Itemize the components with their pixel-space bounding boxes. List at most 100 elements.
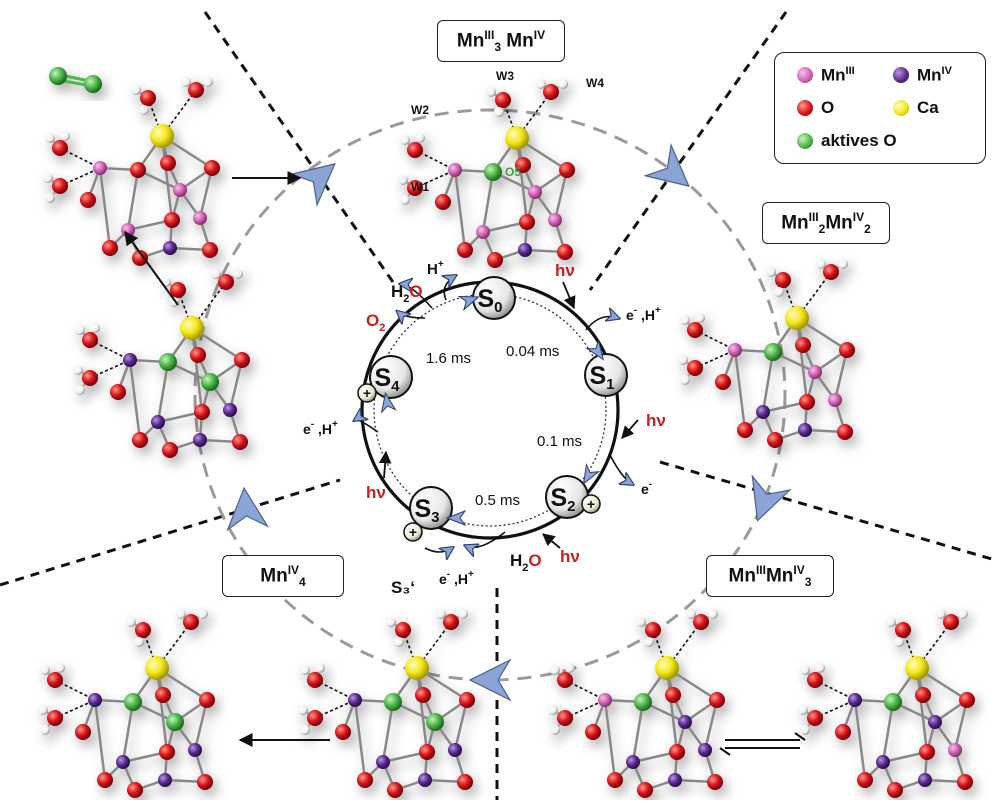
output-e-s3: e-	[439, 569, 450, 587]
atom-O	[232, 434, 248, 450]
atom-O	[799, 394, 815, 410]
plus-badge-s4: +	[357, 383, 377, 403]
atom-O	[197, 774, 213, 790]
atom-O	[637, 782, 653, 798]
atom-H	[298, 705, 308, 715]
superscript: -	[311, 419, 314, 430]
hv-s1: hν	[646, 411, 666, 430]
atom-O	[645, 622, 661, 638]
cycle-labels: 0.04 ms0.1 ms0.5 ms1.6 mshνhνhνhνe-,H+e-…	[303, 259, 666, 587]
atom-H	[90, 323, 100, 333]
molecule-structures	[38, 67, 975, 798]
atom-M4	[448, 743, 462, 757]
label-o5: O5	[505, 165, 522, 179]
hydrogen-bond	[516, 91, 552, 139]
time-s4-s0: 1.6 ms	[426, 350, 471, 367]
atom-H	[644, 637, 654, 647]
equilibrium-arrow-top-head	[794, 732, 806, 741]
atom-H	[394, 637, 404, 647]
atom-H	[800, 665, 810, 675]
h2o-input-bottom: H2O	[510, 551, 542, 574]
state-node-s1: S1	[584, 353, 628, 397]
atom-H	[550, 665, 560, 675]
atom-M4	[88, 693, 102, 707]
ox-right-text: MnIII2MnIV2	[781, 209, 871, 237]
state-node-s0: S0	[472, 276, 516, 320]
atom-O	[202, 242, 218, 258]
atom-O	[190, 347, 206, 363]
bond	[228, 359, 244, 411]
time-s0-s1: 0.04 ms	[506, 343, 559, 360]
atom-H	[695, 313, 705, 323]
atom-M3	[948, 743, 962, 757]
label-w3: W3	[496, 69, 514, 83]
atom-O	[669, 744, 685, 760]
atom-AO	[884, 693, 902, 711]
outer-arrow-bottom	[468, 658, 512, 702]
state-node-s4: S4	[369, 355, 413, 399]
oxygen-red: O	[528, 551, 541, 570]
atom-M4	[163, 241, 177, 255]
atom-H	[400, 135, 410, 145]
bond	[381, 701, 395, 763]
atom-Ca	[905, 656, 929, 680]
o2-atom	[49, 67, 67, 85]
superscript: -	[447, 569, 450, 580]
atom-H	[774, 287, 784, 297]
atom-M3	[808, 365, 822, 379]
atom-O	[80, 192, 96, 208]
ring-arrowhead	[582, 462, 601, 485]
outer-arrow-top-left	[289, 162, 336, 208]
atom-O	[457, 242, 473, 258]
atom-M3	[448, 163, 462, 177]
atom-Ca	[180, 316, 204, 340]
subscript: 2	[522, 562, 528, 574]
sector-dividers	[0, 11, 996, 800]
output-h-s0: ,H+	[641, 305, 661, 323]
atom-M4	[798, 423, 812, 437]
atom-O	[164, 212, 180, 228]
atom-M4	[698, 743, 712, 757]
hv-s3: hν	[366, 483, 386, 502]
bond	[353, 699, 367, 781]
bond	[665, 667, 679, 753]
atom-O	[199, 692, 215, 708]
atom-H	[678, 355, 688, 365]
ox-top-text: MnIII3 MnIV	[456, 27, 546, 55]
atom-H	[43, 173, 53, 183]
atom-O	[170, 282, 186, 298]
atom-O	[457, 774, 473, 790]
oxidation-box-bottom-right: MnIIIMnIV3	[706, 555, 834, 597]
atom-O	[130, 162, 146, 178]
plus-badge-text: +	[409, 524, 417, 540]
plus-badge-text: +	[587, 496, 595, 512]
superscript: +	[332, 419, 338, 430]
atom-H	[686, 609, 696, 619]
atom-O	[82, 332, 98, 348]
hydrogen-bond	[416, 621, 452, 669]
hv-arrow-s1	[621, 419, 639, 439]
atom-O	[75, 724, 91, 740]
atom-H	[176, 609, 186, 619]
atom-O	[495, 92, 511, 108]
outer-arrow-right	[751, 474, 792, 522]
atom-H	[126, 617, 136, 627]
atom-H	[75, 385, 85, 395]
atom-Ca	[785, 306, 809, 330]
output-h-s4: ,H+	[318, 419, 338, 437]
legend-item-mn3: MnIII	[797, 65, 855, 86]
atom-H	[181, 77, 191, 87]
molecule-s4	[73, 269, 250, 458]
atom-O	[515, 157, 531, 173]
sector-divider	[588, 11, 788, 291]
atom-O	[737, 422, 753, 438]
atom-AO	[426, 713, 444, 731]
atom-O	[183, 614, 199, 630]
atom-H	[203, 77, 213, 87]
atom-H	[134, 637, 144, 647]
superscript: +	[468, 569, 474, 580]
atom-O	[102, 240, 118, 256]
atom-H	[55, 663, 65, 673]
equilibrium-arrow-bottom-head	[719, 747, 731, 756]
